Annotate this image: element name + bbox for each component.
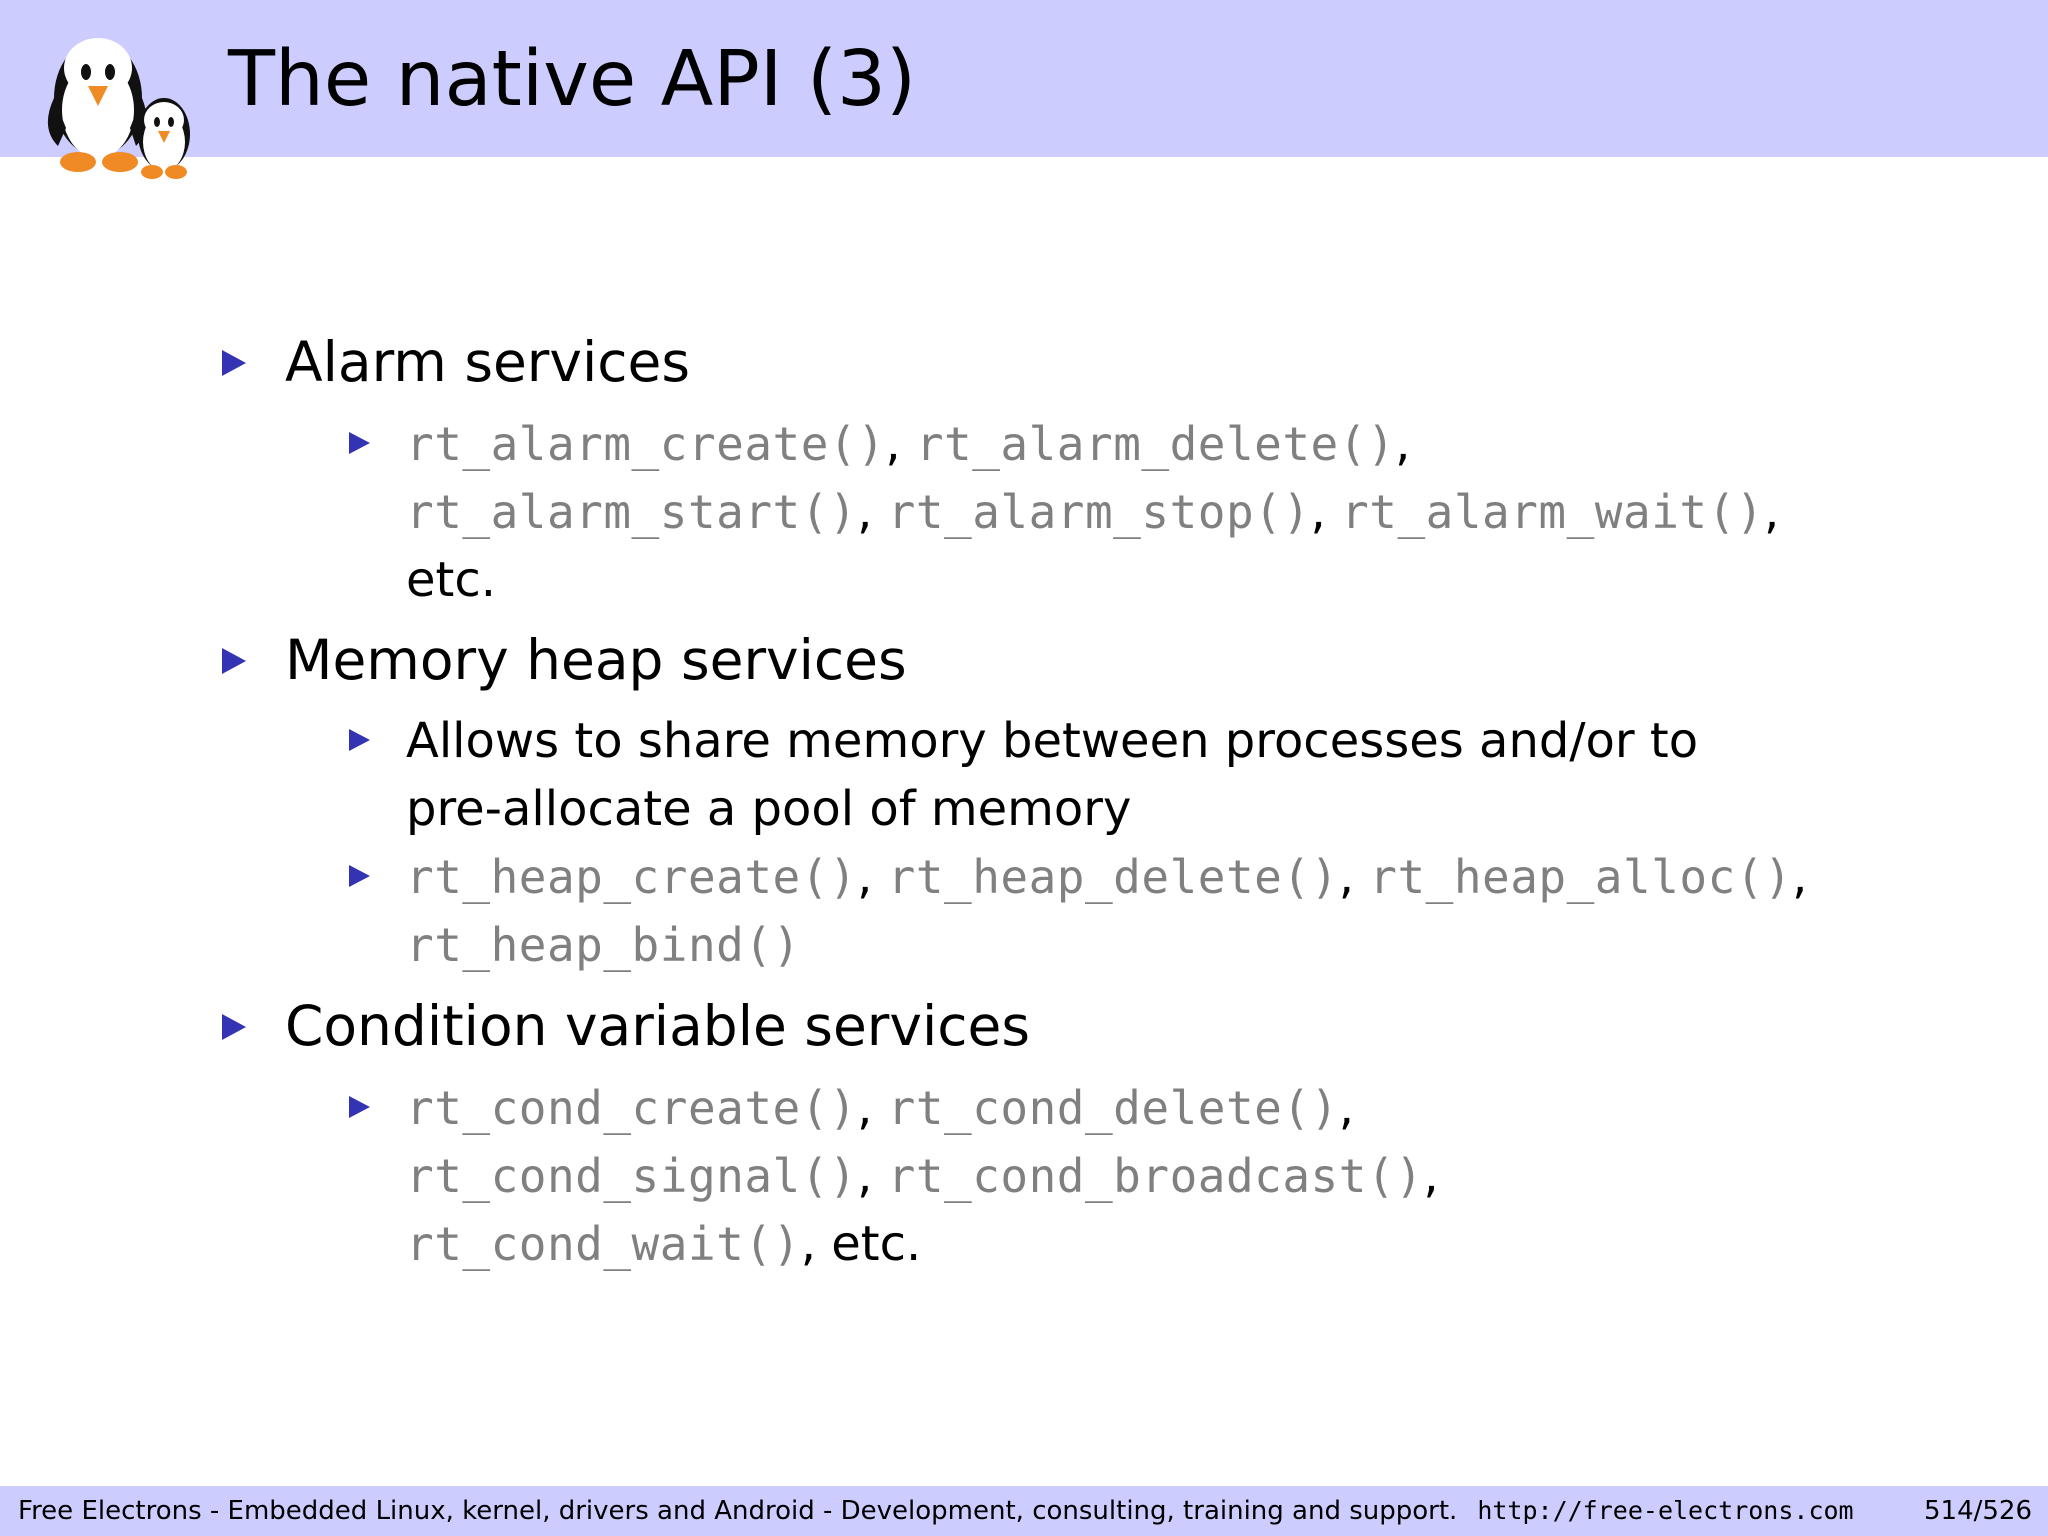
function-name: rt_cond_delete() — [887, 1081, 1339, 1135]
heap-functions-line-2: rt_heap_bind() — [406, 911, 801, 979]
function-name: rt_heap_bind() — [406, 918, 801, 972]
cond-functions-line-1: rt_cond_create(), rt_cond_delete(), — [406, 1080, 1354, 1136]
function-name: rt_heap_delete() — [887, 850, 1339, 904]
function-name: rt_heap_create() — [406, 850, 858, 904]
heap-description-line-1: Allows to share memory between processes… — [406, 713, 1699, 769]
section-heading-heap: Memory heap services — [285, 628, 907, 692]
slide-title: The native API (3) — [228, 35, 917, 124]
function-name: rt_alarm_stop() — [887, 485, 1311, 539]
function-name: rt_alarm_delete() — [915, 417, 1396, 471]
section-heading-alarm: Alarm services — [285, 330, 690, 394]
triangle-bullet-icon — [349, 432, 370, 454]
heap-functions-line-1: rt_heap_create(), rt_heap_delete(), rt_h… — [406, 849, 1808, 905]
footer-text-block: Free Electrons - Embedded Linux, kernel,… — [18, 1486, 1854, 1536]
triangle-bullet-icon — [222, 1014, 246, 1040]
trailing-text: etc. — [406, 552, 496, 608]
alarm-functions-line-3: etc. — [406, 546, 496, 614]
penguins-logo-icon — [47, 38, 190, 179]
function-name: rt_alarm_create() — [406, 417, 886, 471]
function-name: rt_cond_create() — [406, 1081, 858, 1135]
footer-description: Free Electrons - Embedded Linux, kernel,… — [18, 1496, 1458, 1526]
heap-description-line-2: pre-allocate a pool of memory — [406, 781, 1132, 837]
alarm-functions-line-2: rt_alarm_start(), rt_alarm_stop(), rt_al… — [406, 484, 1780, 540]
function-name: rt_heap_alloc() — [1369, 850, 1793, 904]
triangle-bullet-icon — [349, 1096, 370, 1118]
footer-url-link[interactable]: http://free-electrons.com — [1477, 1496, 1854, 1525]
triangle-bullet-icon — [222, 350, 246, 376]
page-number: 514/526 — [1923, 1496, 2032, 1526]
triangle-bullet-icon — [222, 648, 246, 674]
slide-footer: Free Electrons - Embedded Linux, kernel,… — [0, 1486, 2048, 1536]
triangle-bullet-icon — [349, 729, 370, 751]
function-name: rt_alarm_wait() — [1341, 485, 1764, 539]
triangle-bullet-icon — [349, 865, 370, 887]
section-heading-cond: Condition variable services — [285, 994, 1030, 1058]
slide-header — [0, 0, 2048, 157]
function-name: rt_cond_broadcast() — [887, 1149, 1424, 1203]
cond-functions-line-2: rt_cond_signal(), rt_cond_broadcast(), — [406, 1148, 1439, 1204]
function-name: rt_alarm_start() — [406, 485, 858, 539]
function-name: rt_cond_signal() — [406, 1149, 858, 1203]
alarm-functions-line-1: rt_alarm_create(), rt_alarm_delete(), — [406, 416, 1411, 472]
trailing-text: etc. — [831, 1216, 922, 1272]
cond-functions-line-3: rt_cond_wait(), etc. — [406, 1216, 922, 1272]
function-name: rt_cond_wait() — [406, 1217, 801, 1271]
